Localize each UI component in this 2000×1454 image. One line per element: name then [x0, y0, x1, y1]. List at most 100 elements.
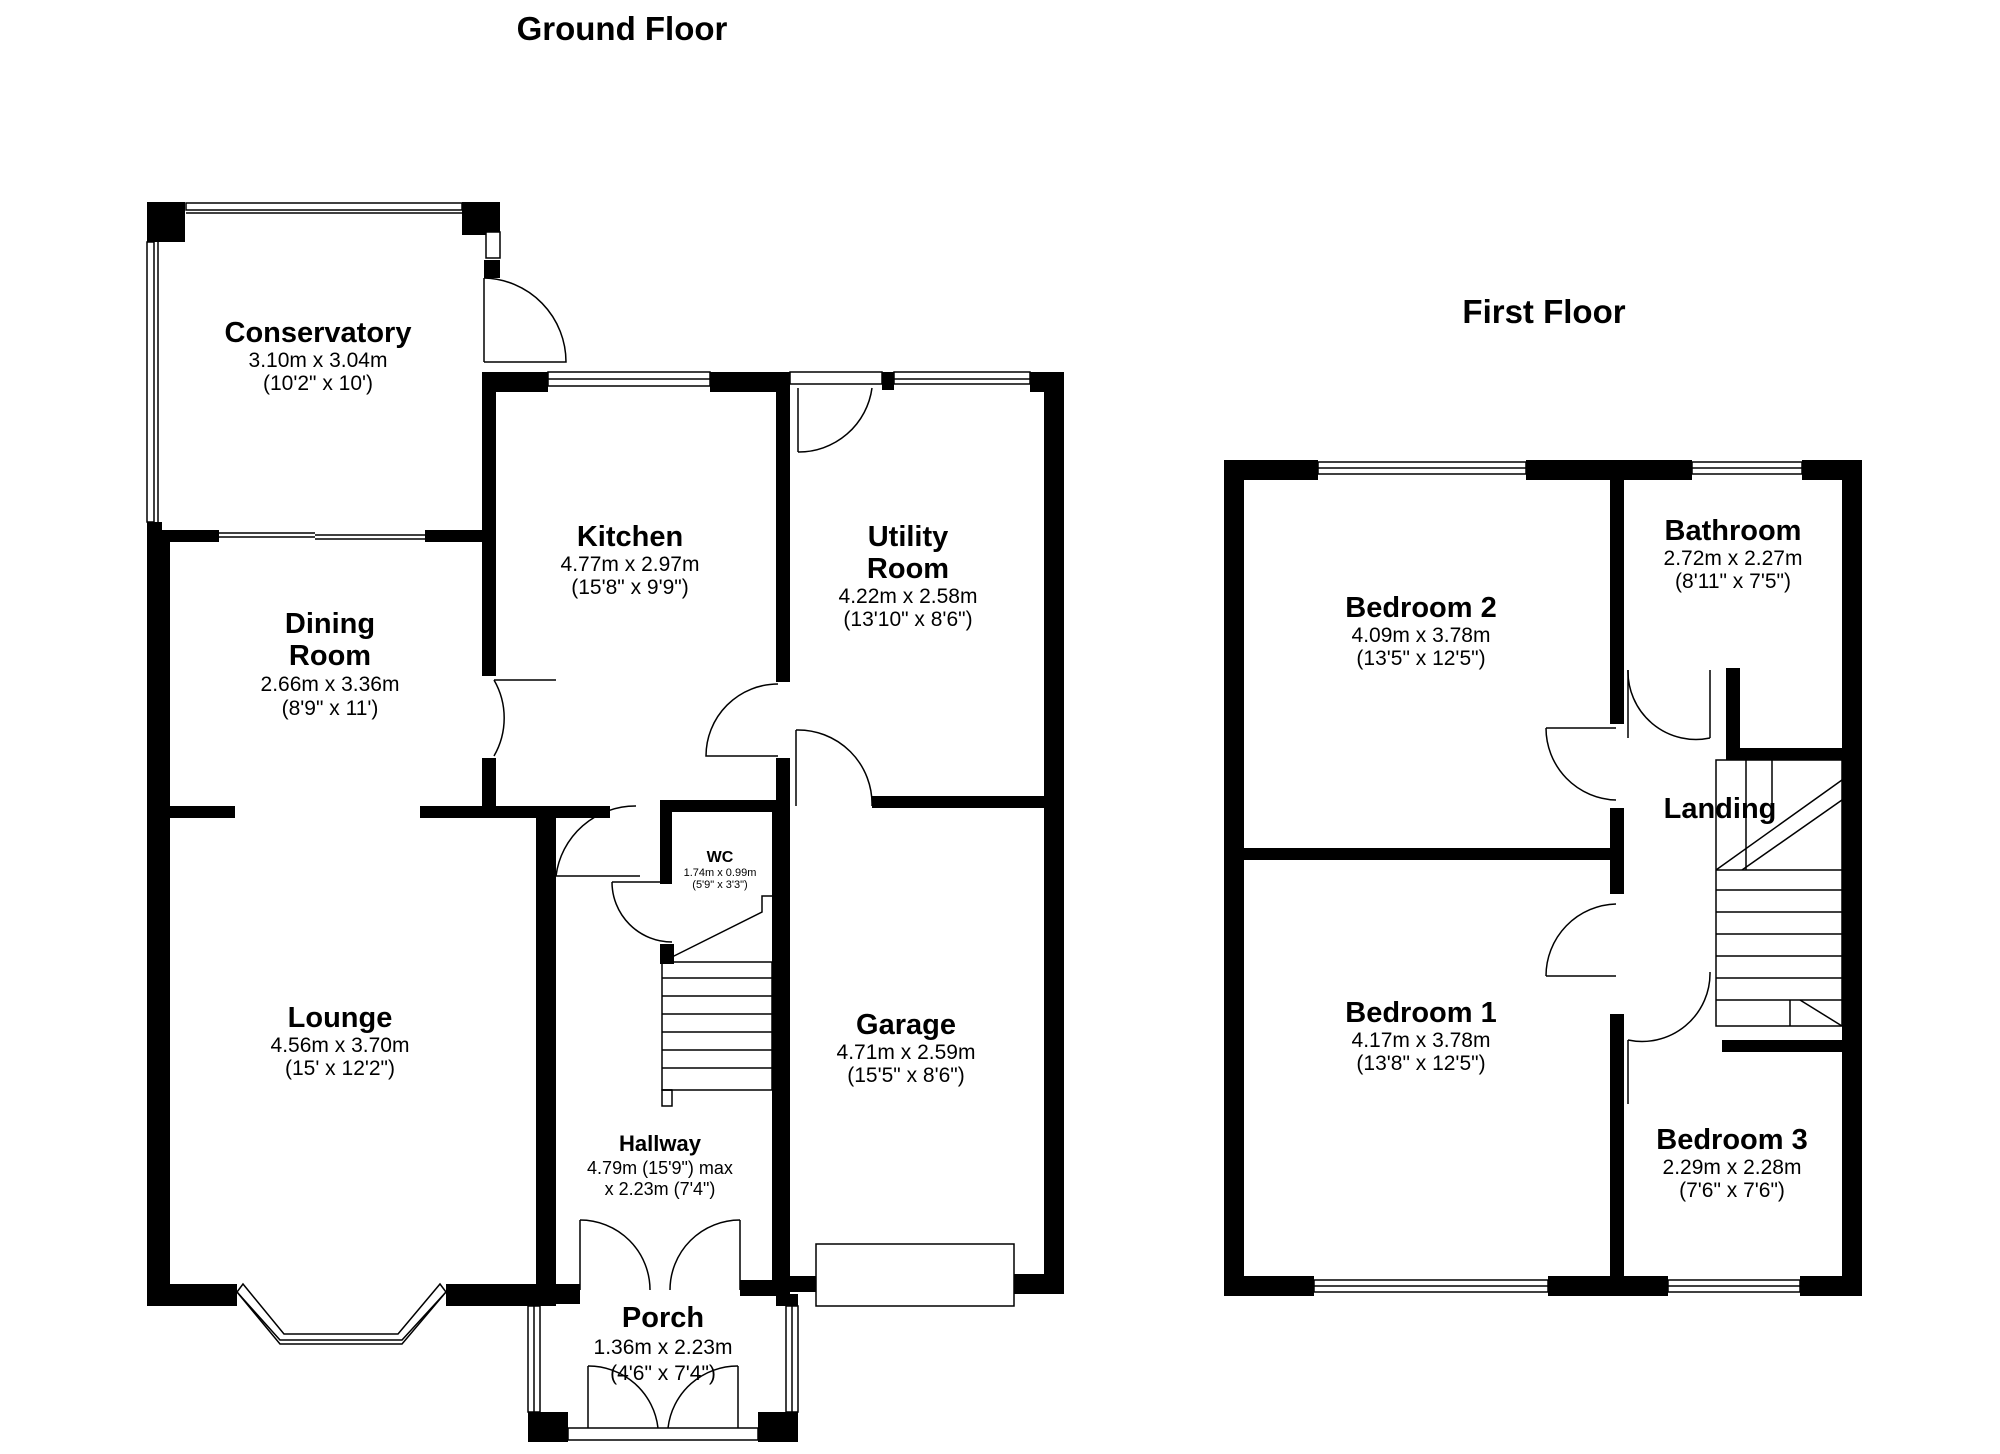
ground-floor-plan — [146, 202, 1064, 1442]
hall-lounge-door — [555, 805, 640, 877]
room-dimensions: 4.17m x 3.78m — [1352, 1029, 1491, 1052]
lounge-south-wall-left — [147, 1284, 237, 1306]
lounge-east-wall — [536, 806, 556, 1304]
conservatory-door — [483, 277, 567, 363]
room-dimensions: 1.36m x 2.23m — [594, 1336, 733, 1359]
hallway-south-wall-left — [556, 1284, 580, 1304]
room-dimensions: 2.66m x 3.36m — [261, 673, 400, 696]
east-wall — [1044, 372, 1064, 1294]
lounge-label: Lounge 4.56m x 3.70m (15' x 12'2") — [271, 1002, 410, 1080]
ff-north-wall-a — [1224, 460, 1318, 480]
room-dimensions-imperial: x 2.23m (7'4") — [605, 1179, 716, 1199]
landing-label: Landing — [1664, 793, 1777, 825]
room-dimensions-imperial: (8'9" x 11') — [282, 697, 379, 720]
utility-garage-wall — [872, 796, 1064, 808]
ff-east-wall — [1842, 460, 1862, 1296]
room-dimensions-imperial: (4'6" x 7'4") — [610, 1362, 716, 1385]
room-dimensions: 1.74m x 0.99m — [684, 867, 757, 879]
west-wall — [147, 532, 170, 1305]
room-name: Bedroom 2 — [1345, 592, 1496, 624]
room-name-line1: Dining — [285, 608, 375, 640]
porch-front-door — [567, 1365, 759, 1441]
first-floor-plan — [1224, 460, 1862, 1296]
first-floor-title: First Floor — [1462, 293, 1625, 330]
ground-floor-title: Ground Floor — [517, 10, 728, 47]
utility-window — [893, 371, 1031, 385]
room-dimensions-imperial: (5'9" x 3'3") — [692, 879, 747, 891]
room-name: Garage — [856, 1009, 956, 1041]
porch-sw-corner — [528, 1412, 568, 1442]
bedroom1-east-wall — [1610, 1014, 1624, 1278]
ff-north-wall-b — [1526, 460, 1692, 480]
ff-south-wall-a — [1224, 1276, 1314, 1296]
kitchen-dining-door — [482, 668, 556, 808]
conservatory-label: Conservatory 3.10m x 3.04m (10'2" x 10') — [225, 317, 412, 395]
room-name: Landing — [1664, 793, 1777, 825]
room-name: Bedroom 1 — [1345, 997, 1496, 1029]
porch-nw-corner — [528, 1294, 550, 1306]
porch-ne-corner — [776, 1294, 798, 1306]
bedroom1-door — [1545, 903, 1617, 977]
utility-back-door — [797, 387, 873, 453]
garage-south-wall-right — [1014, 1274, 1064, 1294]
lounge-north-wall-right — [420, 806, 550, 818]
porch-label: Porch 1.36m x 2.23m (4'6" x 7'4") — [594, 1302, 733, 1385]
room-dimensions-imperial: (13'10" x 8'6") — [843, 608, 972, 631]
wc-north-wall — [660, 800, 790, 812]
room-name: Bathroom — [1665, 515, 1802, 547]
room-dimensions-imperial: (13'8" x 12'5") — [1356, 1052, 1485, 1075]
utility-garage-door — [795, 729, 873, 807]
dining-north-wall-right — [425, 530, 482, 542]
room-name: Kitchen — [577, 521, 683, 553]
room-dimensions-imperial: (13'5" x 12'5") — [1356, 647, 1485, 670]
bathroom-label: Bathroom 2.72m x 2.27m (8'11" x 7'5") — [1664, 515, 1803, 593]
ff-south-wall-b — [1548, 1276, 1668, 1296]
ff-south-wall-c — [1800, 1276, 1862, 1296]
room-name: Lounge — [288, 1002, 393, 1034]
bathroom-south-wall — [1726, 748, 1862, 760]
utility-north-wall-a — [882, 372, 894, 390]
bedroom3-north-wall — [1722, 1040, 1862, 1052]
utility-label: Utility Room 4.22m x 2.58m (13'10" x 8'6… — [839, 521, 978, 631]
room-dimensions-imperial: (15'5" x 8'6") — [847, 1064, 964, 1087]
hallway-north-wall — [556, 806, 610, 818]
first-floor-stairs — [1715, 759, 1843, 1027]
lounge-bay-window — [236, 1282, 447, 1345]
bedroom3-door — [1627, 971, 1711, 1104]
bedroom2-door — [1545, 727, 1617, 801]
room-dimensions-imperial: (7'6" x 7'6") — [1679, 1179, 1785, 1202]
dining-north-wall-left — [147, 530, 219, 542]
garage-door — [815, 1243, 1015, 1307]
room-dimensions: 2.29m x 2.28m — [1663, 1156, 1802, 1179]
sliding-door — [219, 532, 425, 540]
kitchen-north-wall-right — [710, 372, 790, 392]
utility-door-frame — [789, 371, 883, 385]
lounge-north-wall-left — [147, 806, 235, 818]
bathroom-door — [1627, 669, 1711, 741]
room-name: Porch — [622, 1302, 704, 1334]
room-dimensions-imperial: (15' x 12'2") — [285, 1057, 395, 1080]
conservatory-windows — [146, 202, 501, 523]
dining-label: Dining Room 2.66m x 3.36m (8'9" x 11') — [261, 608, 400, 720]
bathroom-landing-wall — [1726, 668, 1740, 748]
room-name-line2: Room — [867, 553, 949, 585]
kitchen-utility-door — [705, 670, 790, 800]
wc-wall-stub — [660, 944, 674, 964]
room-dimensions: 4.77m x 2.97m — [561, 553, 700, 576]
kitchen-east-wall — [776, 372, 790, 670]
room-name: Conservatory — [225, 317, 412, 349]
garage-label: Garage 4.71m x 2.59m (15'5" x 8'6") — [837, 1009, 976, 1087]
bedroom2-label: Bedroom 2 4.09m x 3.78m (13'5" x 12'5") — [1345, 592, 1496, 670]
room-name-line2: Room — [289, 640, 371, 672]
bedroom3-label: Bedroom 3 2.29m x 2.28m (7'6" x 7'6") — [1656, 1124, 1807, 1202]
room-dimensions: 2.72m x 2.27m — [1664, 547, 1803, 570]
hallway-label: Hallway 4.79m (15'9") max x 2.23m (7'4") — [587, 1131, 733, 1199]
hallway-east-wall — [772, 800, 790, 1292]
porch-se-corner — [758, 1412, 798, 1442]
room-name: Bedroom 3 — [1656, 1124, 1807, 1156]
room-dimensions-imperial: (8'11" x 7'5") — [1675, 570, 1791, 593]
ground-stairs — [661, 895, 773, 1107]
room-name: WC — [707, 849, 734, 866]
room-dimensions-imperial: (15'8" x 9'9") — [571, 576, 688, 599]
room-name-line1: Utility — [868, 521, 949, 553]
